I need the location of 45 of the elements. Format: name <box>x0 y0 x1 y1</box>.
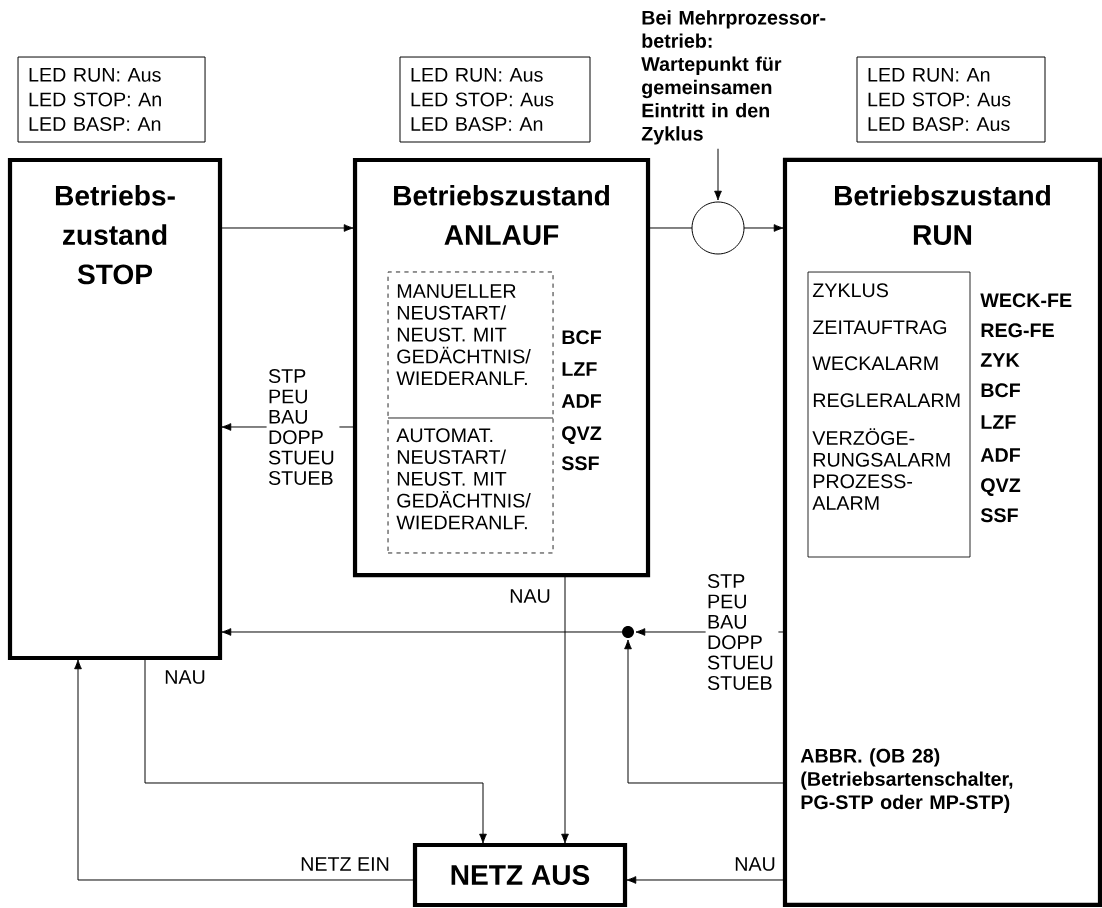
wait-circle <box>691 201 745 255</box>
state-box: Betriebs- zustand STOP <box>7 157 223 661</box>
edge-label: STP PEU BAU DOPP STUEU STUEB <box>266 367 340 487</box>
arrow <box>219 224 354 232</box>
code-label: WECK-FE <box>980 293 1072 308</box>
arrow <box>221 628 623 636</box>
state-box: NETZ AUS <box>412 842 628 908</box>
connector-line <box>647 227 693 229</box>
arrow <box>714 148 722 201</box>
code-label: ZYK <box>980 353 1020 367</box>
code-label: ADF <box>561 394 601 408</box>
arrow <box>624 639 786 784</box>
note-text: ABBR. (OB 28) (Betriebsartenschalter, PG-STP oder MP-STP) <box>800 748 1013 813</box>
code-label: BCF <box>562 330 601 345</box>
code-label: ADF <box>980 448 1020 462</box>
edge-label: STP PEU BAU DOPP STUEU STUEB <box>705 572 779 692</box>
node-label: VERZÖGE- RUNGSALARM <box>812 428 950 467</box>
code-label: BCF <box>981 383 1020 398</box>
node-label: ZEITAUFTRAG <box>812 320 947 335</box>
arrow <box>561 574 569 844</box>
code-label: LZF <box>562 362 597 376</box>
note-text: Bei Mehrprozessor- betrieb: Wartepunkt für gemeinsamen Eintritt in den Zyklus <box>641 10 826 145</box>
code-label: LZF <box>981 415 1016 429</box>
node-label: WECKALARM <box>812 356 938 371</box>
code-label: REG-FE <box>981 323 1054 338</box>
node-label: PROZESS- ALARM <box>812 474 913 510</box>
code-label: SSF <box>561 456 599 471</box>
code-label: SSF <box>980 508 1018 523</box>
arrow <box>144 657 487 844</box>
code-label: QVZ <box>562 426 602 444</box>
node-label: ZYKLUS <box>812 283 888 298</box>
arrow <box>626 876 786 884</box>
node-label: REGLERALARM <box>813 393 960 408</box>
arrow <box>743 224 784 232</box>
status-box: LED RUN: Aus LED STOP: Aus LED BASP: An <box>399 56 591 143</box>
edge-label: NAU <box>162 668 208 686</box>
list-box: MANUELLER NEUSTART/ NEUST. MIT GEDÄCHTNIS/ WIEDERANLF. AUTOMAT. NEUSTART/ NEUST. MIT GEDÄCHTNIS/ WIEDERANLF. <box>387 271 554 554</box>
code-label: QVZ <box>981 478 1021 496</box>
edge-label: NETZ EIN <box>298 855 392 873</box>
status-box: LED RUN: Aus LED STOP: An LED BASP: An <box>17 56 206 143</box>
list-box: ZYKLUS ZEITAUFTRAG WECKALARM REGLERALARM VERZÖGE- RUNGSALARM PROZESS- ALARM <box>807 271 971 558</box>
edge-label: NAU <box>732 855 778 873</box>
arrow <box>74 659 416 881</box>
status-box: LED RUN: An LED STOP: Aus LED BASP: Aus <box>856 56 1046 143</box>
edge-label: NAU <box>507 587 553 605</box>
